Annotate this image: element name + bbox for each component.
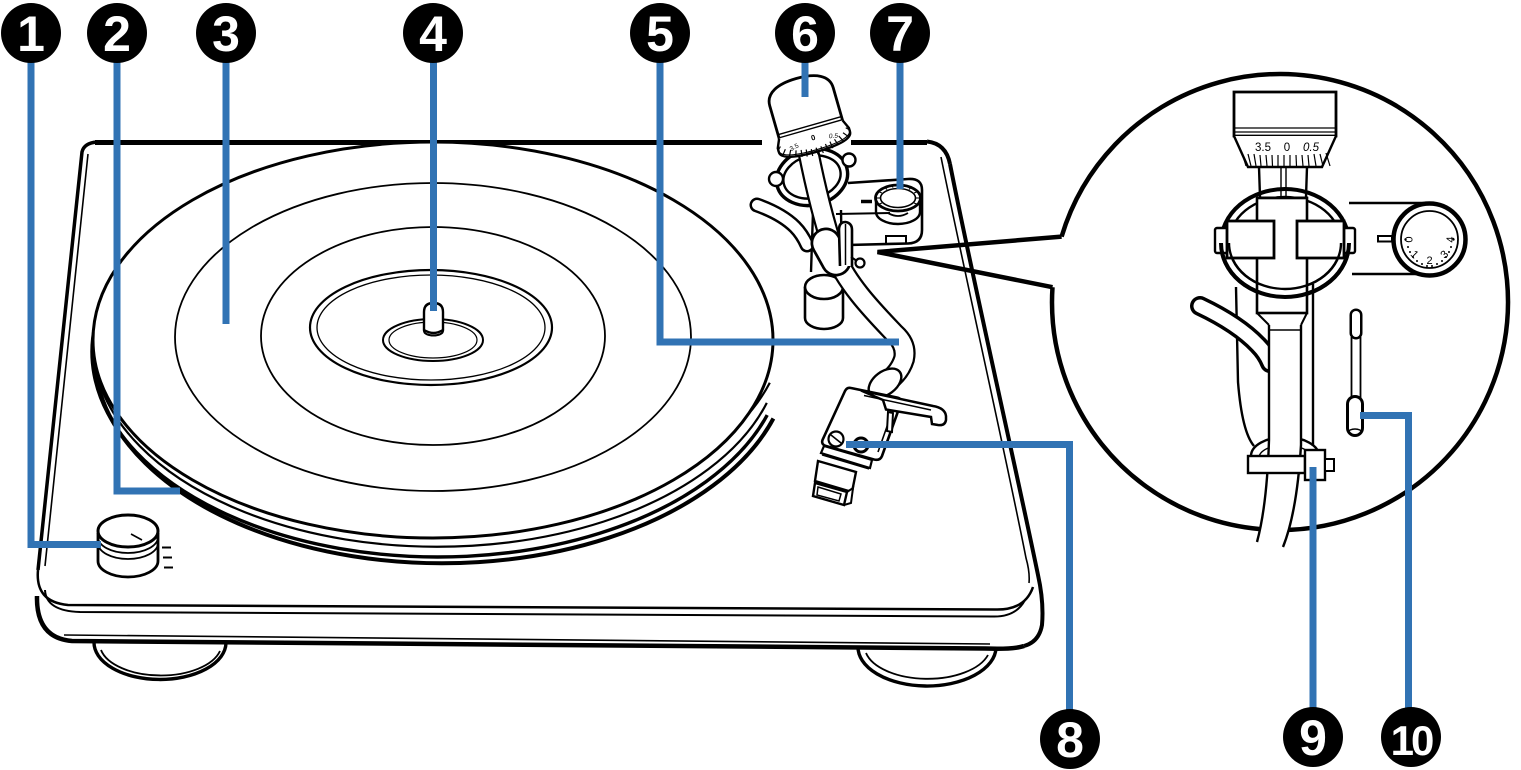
svg-text:5: 5 [646,6,674,62]
svg-text:0.5: 0.5 [829,133,839,141]
svg-text:3: 3 [212,6,240,62]
svg-text:1: 1 [17,6,45,62]
svg-text:4: 4 [1445,236,1457,242]
svg-text:8: 8 [1056,712,1084,768]
svg-text:9: 9 [1299,710,1327,766]
svg-text:10: 10 [1391,717,1433,764]
svg-text:0.5: 0.5 [1303,142,1320,154]
svg-text:2: 2 [1426,255,1432,267]
svg-text:0: 0 [1402,236,1414,242]
svg-text:6: 6 [791,6,819,62]
svg-text:3.5: 3.5 [1255,142,1271,154]
svg-text:2: 2 [103,6,131,62]
svg-text:0: 0 [810,133,816,143]
svg-text:0: 0 [1284,142,1290,154]
svg-text:4: 4 [419,6,447,62]
svg-text:7: 7 [886,6,914,62]
svg-text:3.5: 3.5 [789,142,801,153]
